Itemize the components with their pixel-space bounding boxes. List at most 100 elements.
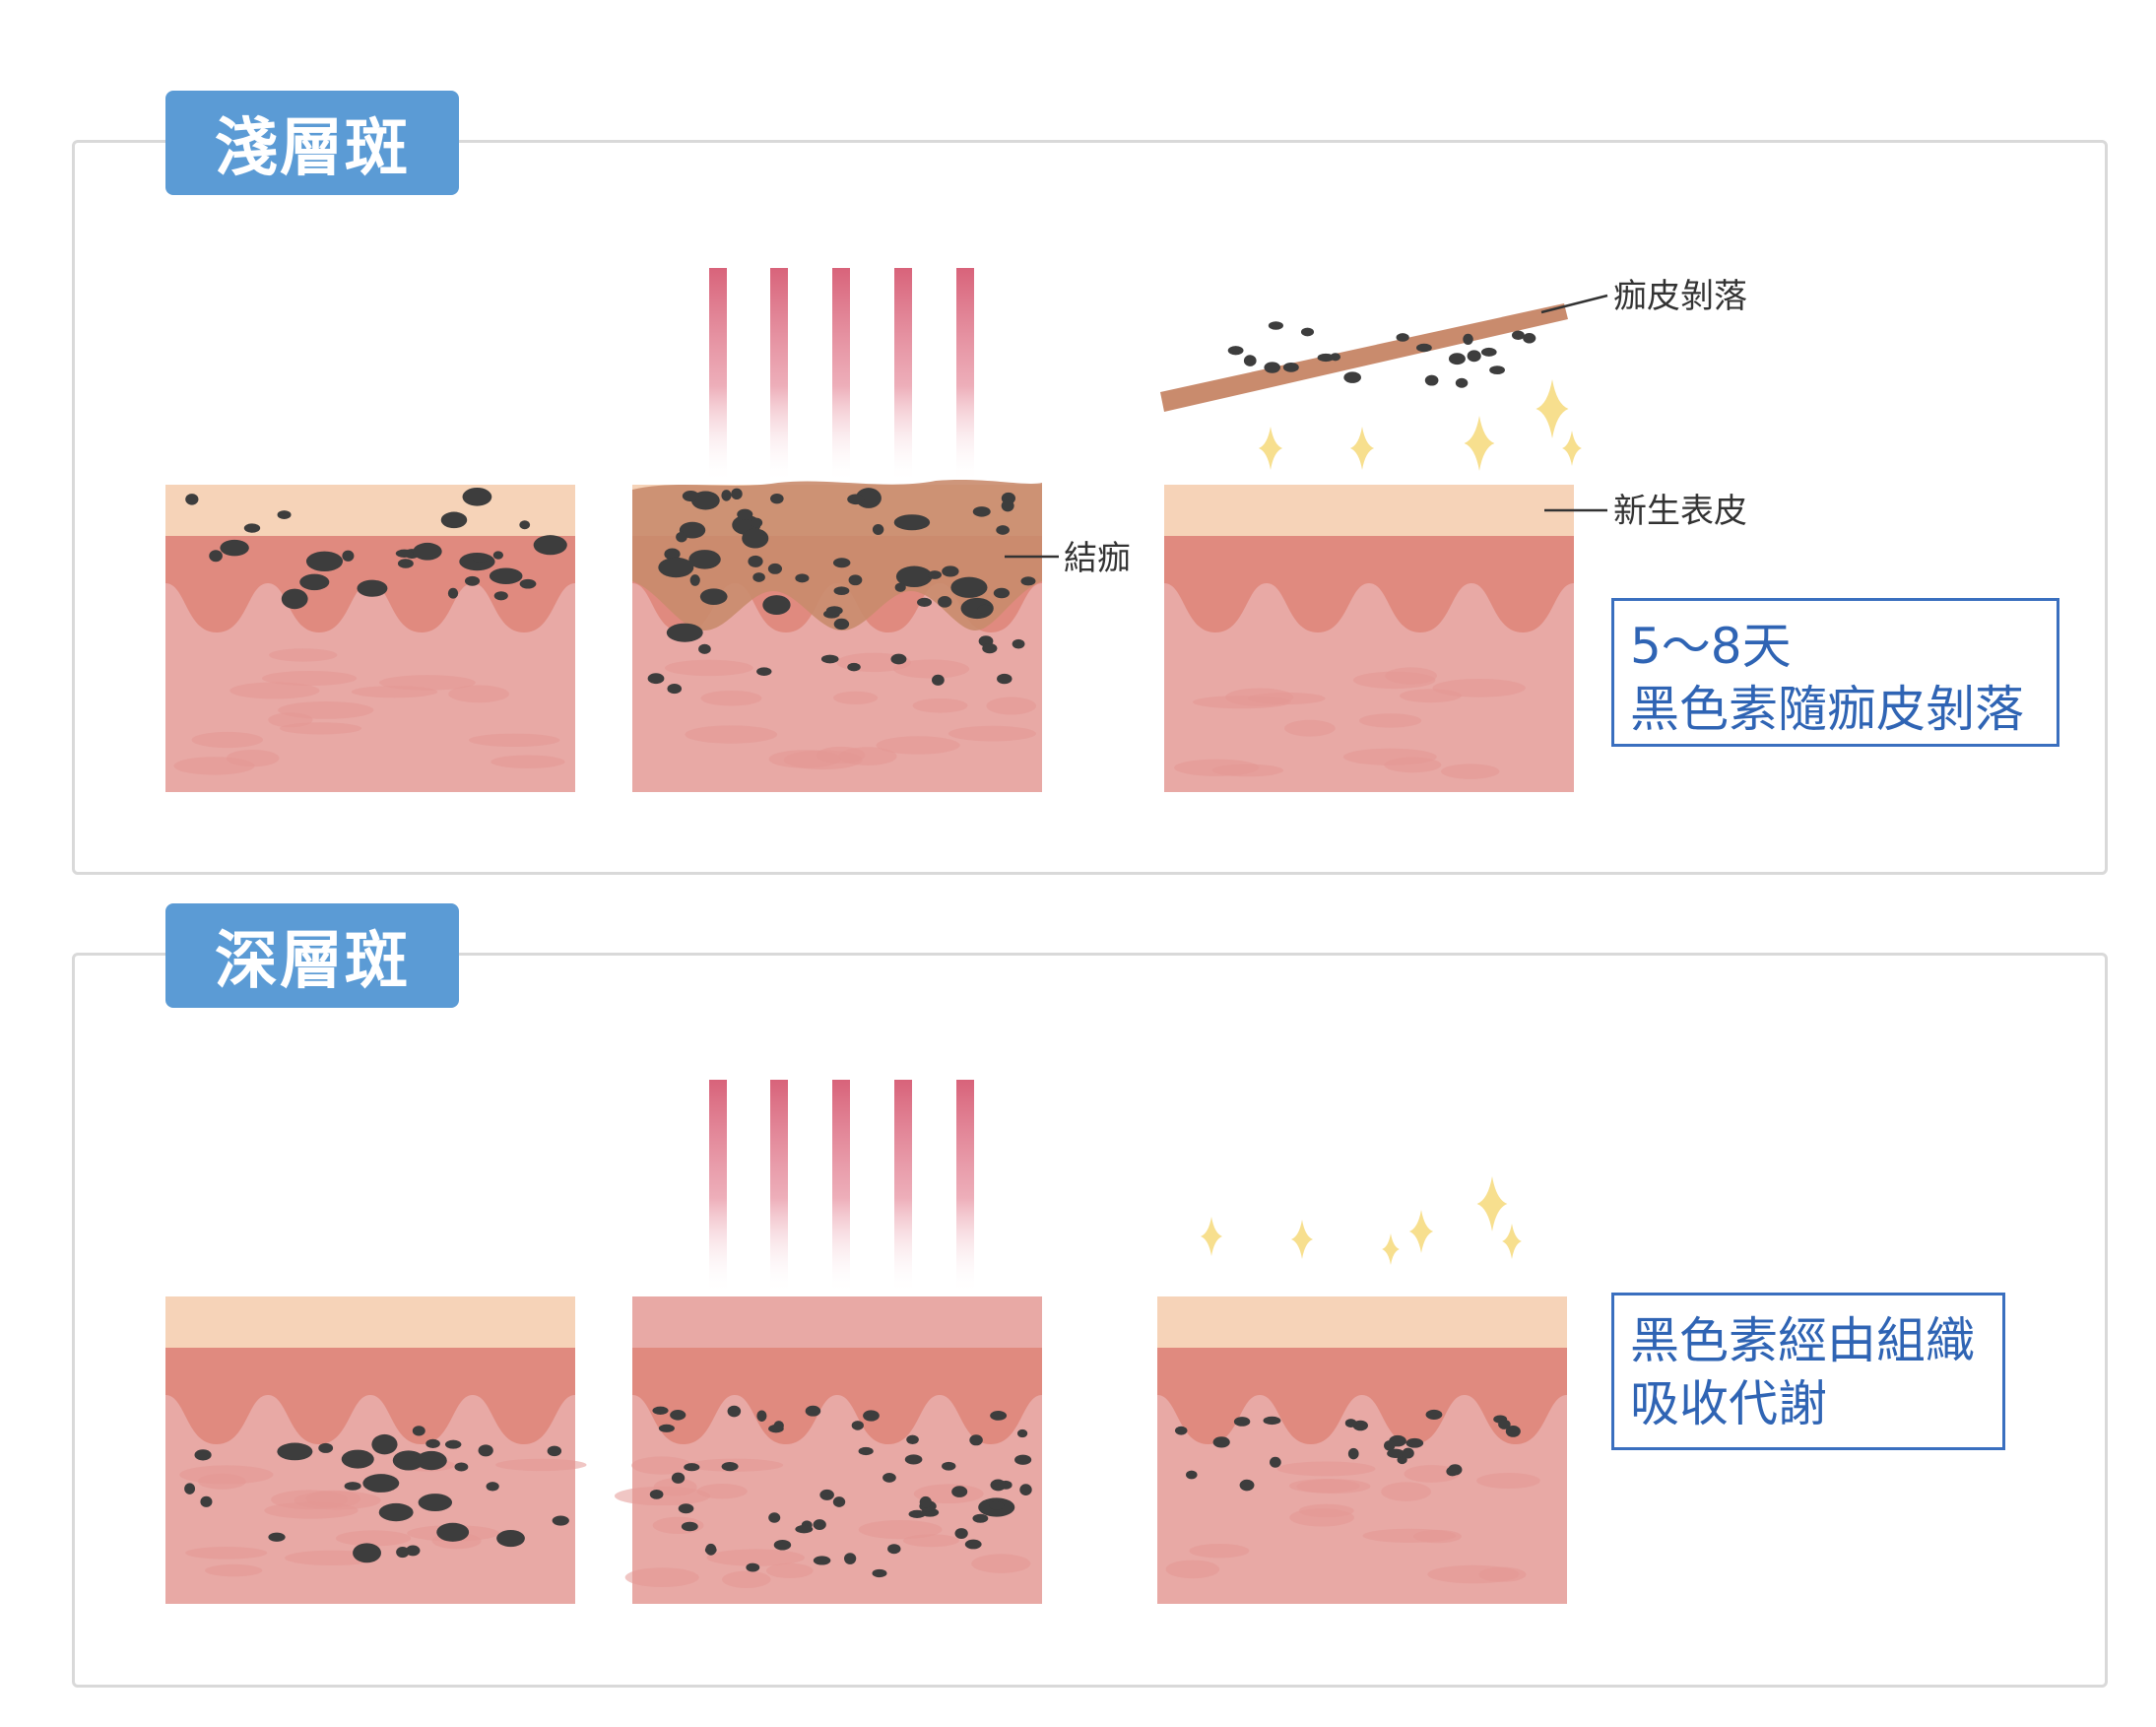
deep-after-dermis-upper xyxy=(1157,1348,1567,1444)
shallow-laser-pigment-dot xyxy=(972,506,991,517)
shallow-before-tissue xyxy=(351,686,438,698)
shallow-before-pigment-dot xyxy=(281,588,308,610)
deep-after-tissue xyxy=(1298,1503,1354,1518)
deep-laser-tissue xyxy=(706,1549,806,1566)
deep-before-tissue xyxy=(264,1501,359,1519)
shallow-laser-scab-layer xyxy=(632,480,1042,631)
shallow-before-pigment-dot xyxy=(185,494,199,505)
deep-after-epidermis xyxy=(1157,1296,1567,1348)
shallow-laser-pigment-dot xyxy=(676,531,687,543)
deep-after-pigment-dot xyxy=(1425,1409,1443,1421)
deep-laser-block xyxy=(614,1296,1042,1604)
deep-before-pigment-dot xyxy=(268,1532,286,1542)
deep-laser-pigment-dot xyxy=(768,1512,781,1523)
shallow-laser-beam xyxy=(832,268,850,483)
shallow-before-tissue xyxy=(269,648,338,662)
deep-laser-pigment-dot xyxy=(1019,1484,1032,1496)
shallow-laser-pigment-dot xyxy=(1001,499,1014,512)
deep-after-tissue xyxy=(1189,1543,1250,1559)
deep-after-tissue xyxy=(1296,1479,1371,1495)
shallow-laser-pigment-dot xyxy=(767,563,783,574)
shallow-laser-pigment-dot xyxy=(928,570,943,579)
sparkle-icon xyxy=(1476,1176,1508,1231)
deep-laser-pigment-dot xyxy=(678,1503,694,1514)
deep-before-pigment-dot xyxy=(454,1462,469,1472)
deep-laser-pigment-dot xyxy=(951,1486,968,1497)
deep-laser-pigment-dot xyxy=(671,1472,686,1484)
shallow-laser-pigment-dot xyxy=(748,555,763,567)
deep-before-epidermis xyxy=(165,1296,575,1348)
shallow-after-tissue xyxy=(1385,667,1437,685)
deep-before-pigment-dot xyxy=(436,1522,470,1542)
shallow-laser-pigment-dot xyxy=(977,604,992,615)
deep-laser-pigment-dot xyxy=(972,1513,989,1523)
deep-before-tissue xyxy=(205,1563,263,1577)
shallow-before-tissue xyxy=(468,733,560,747)
deep-laser-pigment-dot xyxy=(652,1406,669,1415)
deep-after-pigment-dot xyxy=(1270,1456,1281,1468)
note-deep: 黑色素經由組織 吸收代謝 xyxy=(1611,1293,2005,1450)
shallow-laser-deep-pigment-dot xyxy=(847,662,861,672)
sparkle-icon xyxy=(1291,1220,1313,1259)
deep-laser-pigment-dot xyxy=(919,1495,932,1508)
deep-laser-dermis-upper xyxy=(632,1348,1042,1444)
deep-after-pigment-dot xyxy=(1344,1419,1357,1428)
shallow-laser-tissue xyxy=(876,736,960,755)
shallow-before-epidermis xyxy=(165,485,575,536)
shallow-after-tissue xyxy=(1441,764,1500,779)
shallow-before-pigment-dot xyxy=(243,523,261,533)
deep-laser-tissue xyxy=(696,1483,748,1499)
deep-after-tissue xyxy=(1276,1461,1376,1477)
deep-laser-pigment-dot xyxy=(844,1553,857,1564)
shallow-laser-pigment-dot xyxy=(658,557,694,578)
shallow-before-pigment-dot xyxy=(533,535,567,556)
shallow-laser-pigment-dot xyxy=(682,491,699,502)
deep-laser-pigment-dot xyxy=(969,1434,983,1446)
peeling-pigment-dot xyxy=(1511,330,1525,340)
deep-laser-pigment-dot xyxy=(872,1568,887,1578)
deep-laser-beam xyxy=(770,1080,788,1295)
shallow-laser-pigment-dot xyxy=(731,488,743,500)
shallow-before-pigment-dot xyxy=(464,575,481,586)
shallow-laser-pigment-dot xyxy=(942,565,959,577)
deep-before-tissue xyxy=(179,1465,274,1485)
shallow-after-tissue xyxy=(1247,692,1326,705)
deep-before-dermis-upper xyxy=(165,1348,575,1444)
shallow-laser-pigment-dot xyxy=(832,558,851,568)
shallow-before-pigment-dot xyxy=(209,550,223,563)
deep-after-pigment-dot xyxy=(1384,1440,1396,1451)
deep-before-pigment-dot xyxy=(318,1442,334,1453)
peeling-pigment-dot xyxy=(1467,350,1481,363)
deep-before-tissue xyxy=(185,1547,268,1560)
deep-before-pigment-dot xyxy=(425,1438,440,1448)
deep-laser-tissue xyxy=(971,1554,1031,1573)
shallow-laser-tissue xyxy=(986,697,1037,715)
sparkle-icon xyxy=(1258,427,1283,470)
deep-before-pigment-dot xyxy=(371,1433,398,1455)
panel-deep-frame xyxy=(72,953,2108,1688)
shallow-before-pigment-dot xyxy=(342,550,355,562)
peeling-pigment-dot xyxy=(1424,374,1439,386)
deep-after-pigment-dot xyxy=(1212,1436,1230,1448)
shallow-before-pigment-dot xyxy=(397,559,414,568)
shallow-before-tissue xyxy=(191,731,264,749)
deep-laser-pigment-dot xyxy=(908,1509,926,1519)
peeling-pigment-dot xyxy=(1489,365,1505,375)
deep-after-tissue xyxy=(1165,1560,1220,1579)
shallow-laser-pigment-dot xyxy=(895,565,933,588)
deep-laser-beam xyxy=(894,1080,912,1295)
shallow-after-tissue xyxy=(1359,713,1422,728)
shallow-before-tissue xyxy=(173,757,255,775)
deep-after-pigment-dot xyxy=(1186,1470,1198,1480)
shallow-laser-deep-pigment-dot xyxy=(932,674,945,686)
deep-laser-pigment-dot xyxy=(773,1540,792,1551)
sparkle-icon xyxy=(1349,427,1375,470)
deep-after-pigment-dot xyxy=(1347,1447,1359,1460)
deep-before-block xyxy=(165,1296,587,1604)
deep-after-tissue xyxy=(1427,1564,1520,1584)
deep-before-pigment-dot xyxy=(416,1450,447,1471)
shallow-laser-pigment-dot xyxy=(721,490,732,501)
shallow-laser-pigment-dot xyxy=(894,582,906,592)
shallow-before-pigment-dot xyxy=(413,542,442,561)
deep-after-tissue xyxy=(1362,1528,1457,1543)
